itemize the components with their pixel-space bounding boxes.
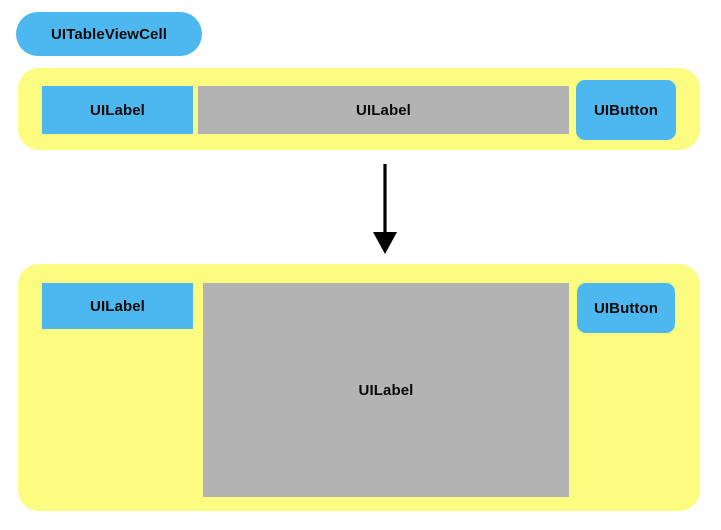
- collapsed-cell-left-label-text: UILabel: [90, 101, 145, 119]
- expanded-cell-right-button-text: UIButton: [593, 299, 659, 317]
- expanded-cell-center-label: UILabel: [203, 283, 569, 497]
- collapsed-cell-right-button-text: UIButton: [593, 101, 659, 119]
- collapsed-cell-right-button[interactable]: UIButton: [576, 80, 676, 140]
- collapsed-cell-center-label-text: UILabel: [356, 101, 411, 119]
- collapsed-cell-center-label: UILabel: [198, 86, 569, 134]
- expanded-cell-left-label-text: UILabel: [90, 297, 145, 315]
- collapsed-cell-left-label: UILabel: [42, 86, 193, 134]
- uitableviewcell-pill-label: UITableViewCell: [51, 25, 167, 43]
- expanded-cell-left-label: UILabel: [42, 283, 193, 329]
- uitableviewcell-pill: UITableViewCell: [16, 12, 202, 56]
- expanded-cell-center-label-text: UILabel: [358, 381, 414, 399]
- down-arrow-icon: [373, 164, 397, 254]
- expanded-cell-right-button[interactable]: UIButton: [577, 283, 675, 333]
